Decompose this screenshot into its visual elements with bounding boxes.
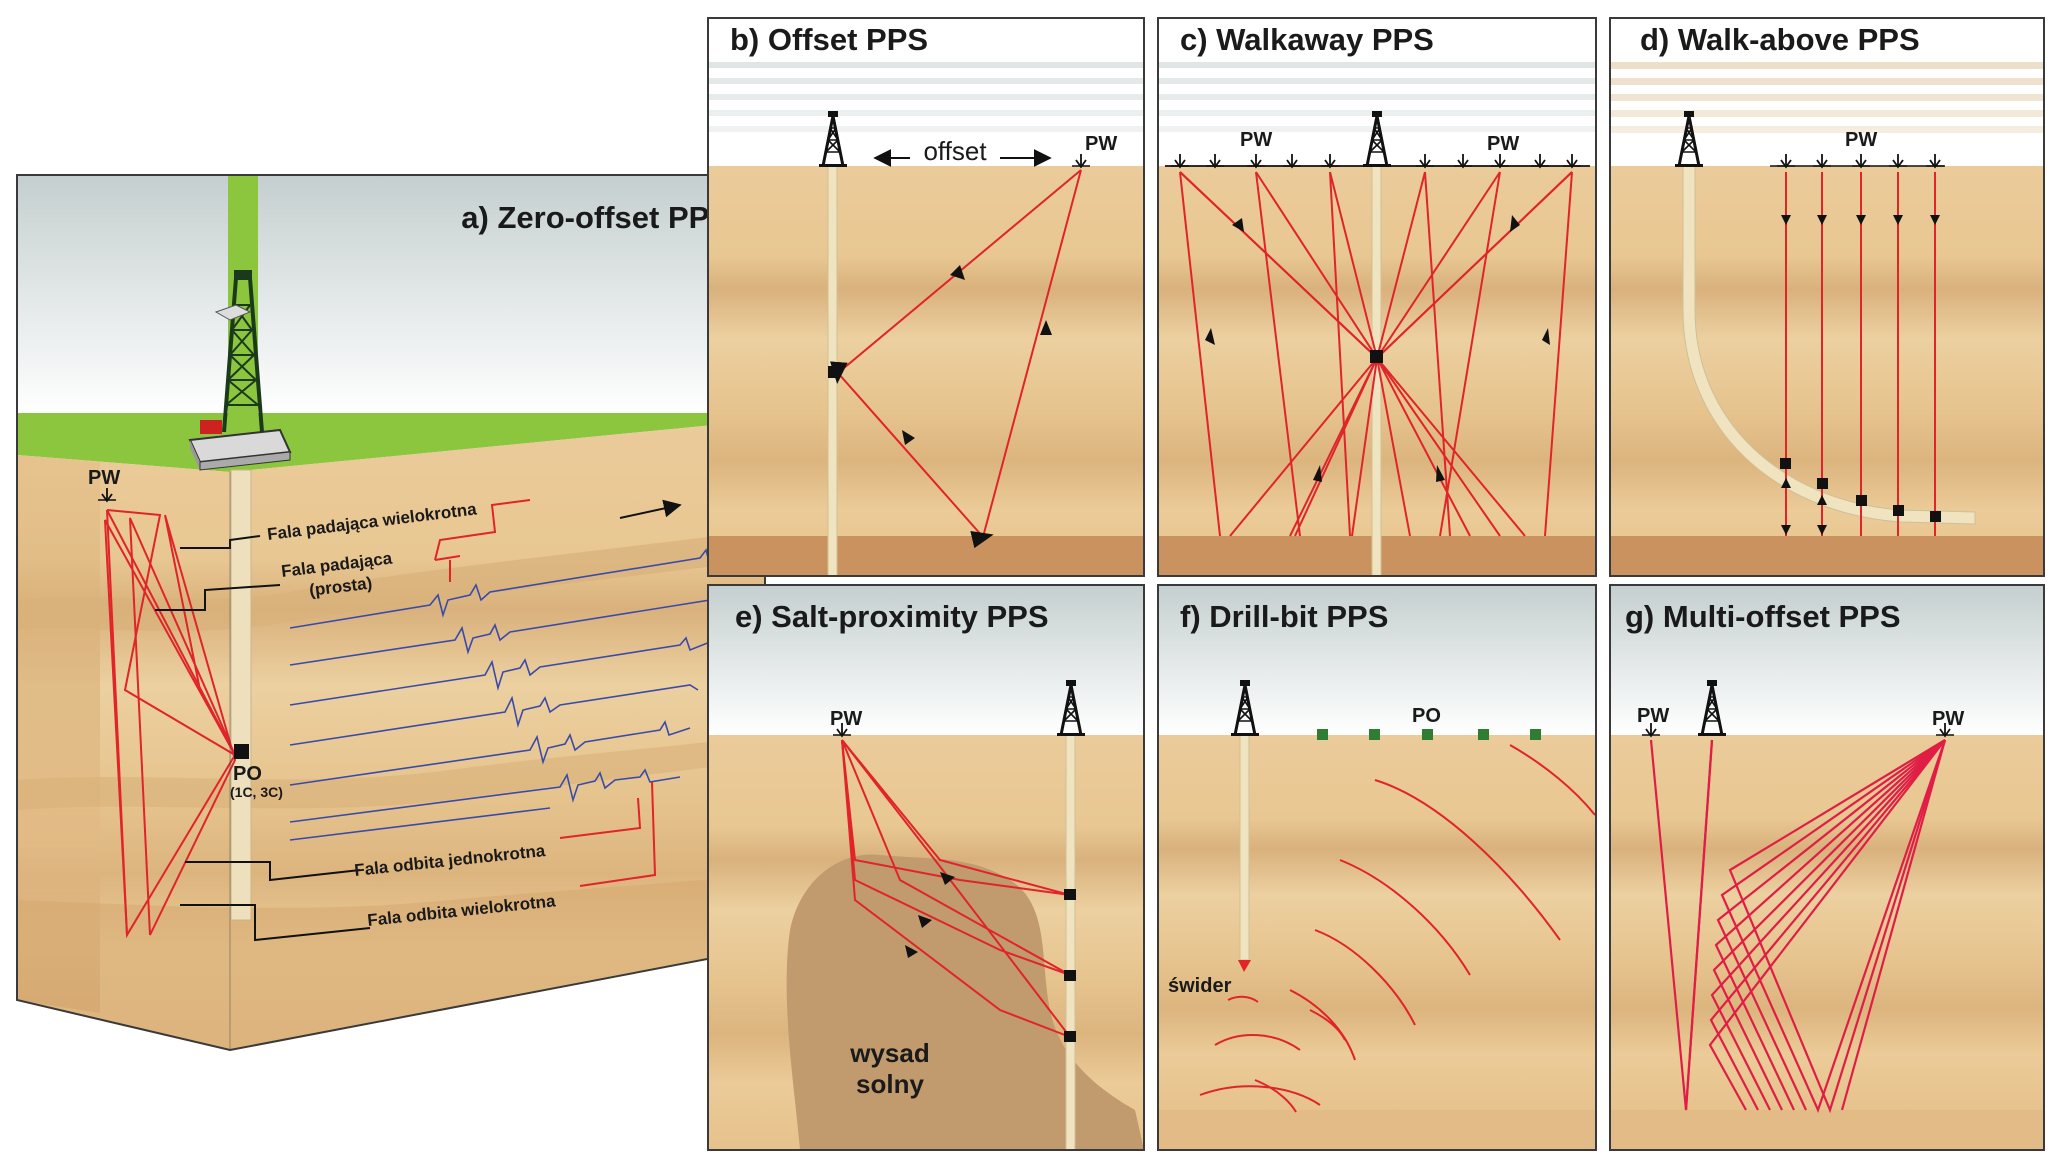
receiver-square-icon bbox=[1780, 458, 1791, 469]
receiver-square-icon bbox=[1317, 729, 1328, 740]
panel-a-title: a) Zero-offset PPS bbox=[461, 200, 730, 235]
panel-f-wavefronts bbox=[1199, 744, 1596, 1113]
panel-e-salt-line1: wysad bbox=[849, 1038, 930, 1068]
panel-c-walkaway: PW PW c) Walkaway PPS bbox=[1157, 17, 1597, 577]
panel-e-title: e) Salt-proximity PPS bbox=[735, 599, 1049, 634]
panel-a-zero-offset: PW PO (1C, 3C) bbox=[16, 174, 766, 1052]
panel-f-po-label: PO bbox=[1412, 705, 1441, 727]
panel-e-salt-line2: solny bbox=[856, 1069, 924, 1099]
panel-b-title: b) Offset PPS bbox=[730, 22, 928, 57]
drilling-rig-icon bbox=[188, 270, 292, 471]
panel-a-po-label: PO bbox=[233, 763, 262, 785]
panel-d-walk-above: PW d) Walk-above PPS bbox=[1609, 17, 2045, 577]
panel-a-leaders bbox=[155, 499, 682, 942]
panel-b-offset: PW offset b) Offset PPS bbox=[707, 17, 1145, 577]
receiver-square-icon bbox=[828, 366, 838, 378]
panel-f-bit-label: świder bbox=[1168, 975, 1232, 997]
panel-d-rays bbox=[1785, 172, 1936, 536]
panel-g-title: g) Multi-offset PPS bbox=[1625, 599, 1901, 634]
panel-f-title: f) Drill-bit PPS bbox=[1180, 599, 1388, 634]
panel-a-rays bbox=[104, 509, 238, 939]
panel-f-drill-bit: PO świder f) Drill-bit PPS bbox=[1157, 584, 1597, 1151]
panel-g-multi-offset: PW PW g) Multi-offset PPS bbox=[1609, 584, 2045, 1151]
panel-e-salt-proximity: PW wysad solny e) Salt-proximity PPS bbox=[707, 584, 1145, 1151]
panel-c-title: c) Walkaway PPS bbox=[1180, 22, 1434, 57]
panel-e-salt-dome bbox=[786, 854, 1144, 1150]
panel-g-rays bbox=[1649, 739, 1947, 1114]
panel-b-offset-label: offset bbox=[923, 136, 987, 166]
panel-e-rays bbox=[841, 739, 1071, 1038]
panel-e-pw-label: PW bbox=[830, 708, 862, 730]
panel-b-pw-label: PW bbox=[1085, 133, 1117, 155]
panel-g-pw-left: PW bbox=[1637, 705, 1669, 727]
panel-a-po-sub: (1C, 3C) bbox=[230, 784, 283, 800]
panel-d-pw-label: PW bbox=[1845, 129, 1877, 151]
receiver-square-icon bbox=[234, 744, 249, 759]
panel-d-title: d) Walk-above PPS bbox=[1640, 22, 1920, 57]
panel-a-pw-label: PW bbox=[88, 467, 120, 489]
panel-c-pw-left: PW bbox=[1240, 129, 1272, 151]
receiver-square-icon bbox=[1370, 350, 1383, 363]
panel-c-pw-right: PW bbox=[1487, 133, 1519, 155]
panel-g-pw-right: PW bbox=[1932, 708, 1964, 730]
receiver-square-icon bbox=[1064, 889, 1076, 900]
